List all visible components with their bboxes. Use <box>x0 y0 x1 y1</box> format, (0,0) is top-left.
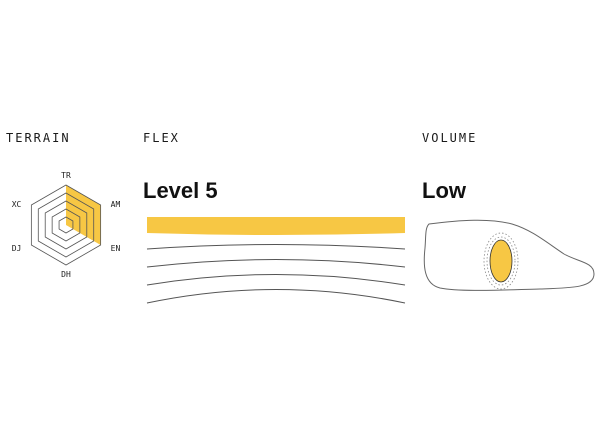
flex-curve <box>146 289 406 304</box>
flex-curve <box>146 244 406 250</box>
shoe-volume-icon <box>423 219 595 291</box>
terrain-radar-chart: TR AM EN DH DJ XC <box>12 171 121 279</box>
flex-curve <box>146 274 406 286</box>
flex-curves-graphic <box>146 217 406 304</box>
terrain-axis-label-dh: DH <box>61 270 71 279</box>
flex-heading: FLEX <box>143 131 180 145</box>
flex-level-value: Level 5 <box>143 178 218 203</box>
terrain-axis-label-tr: TR <box>61 171 71 180</box>
terrain-grid-ring <box>51 208 81 242</box>
terrain-axis-label-am: AM <box>111 200 121 209</box>
volume-indicator <box>489 239 513 283</box>
flex-curve <box>146 259 406 268</box>
terrain-rating-area <box>66 185 101 245</box>
terrain-grid-ring <box>37 192 95 258</box>
terrain-grid-ring <box>58 216 74 234</box>
terrain-axis-label-en: EN <box>111 244 121 253</box>
flex-level-band <box>147 217 405 235</box>
terrain-grid-ring <box>30 184 102 266</box>
terrain-grid-ring <box>44 200 88 250</box>
volume-ring-inner <box>486 236 516 286</box>
terrain-heading: TERRAIN <box>6 131 71 145</box>
volume-ring-outer <box>483 232 519 290</box>
terrain-axis-label-dj: DJ <box>12 244 22 253</box>
terrain-axis-label-xc: XC <box>12 200 22 209</box>
volume-level-value: Low <box>422 178 466 203</box>
volume-heading: VOLUME <box>422 131 478 145</box>
